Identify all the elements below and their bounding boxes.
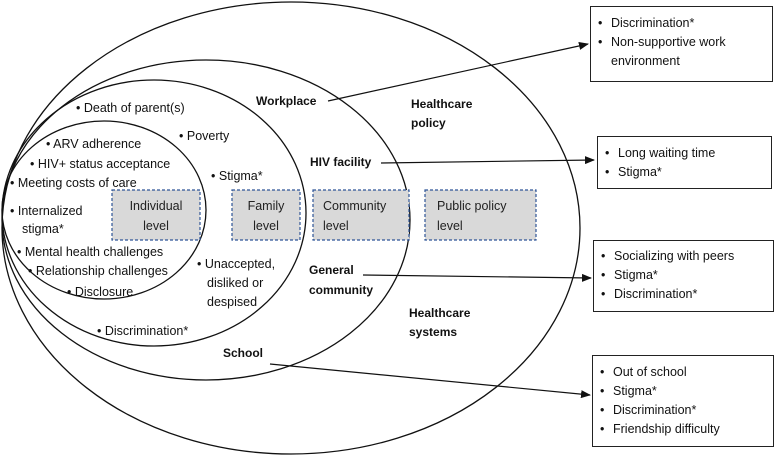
setting-general-community-2: community (309, 283, 373, 297)
healthcare-policy-label-2: policy (411, 116, 446, 130)
arrow-school (269, 363, 591, 399)
healthcare-systems-label-2: systems (409, 325, 457, 339)
family-level-label-2: level (253, 219, 279, 233)
general-community-box-item: Socializing with peers (594, 247, 773, 266)
arrow-workplace (327, 42, 589, 102)
community-level-box (312, 189, 410, 241)
hiv-facility-box-item: Long waiting time (598, 144, 771, 163)
hiv-facility-box-item: Stigma* (598, 163, 771, 182)
public-policy-level-box (424, 189, 537, 241)
school-box-item: Friendship difficulty (593, 420, 773, 439)
school-box: Out of school Stigma* Discrimination* Fr… (592, 355, 774, 447)
individual-item: • HIV+ status acceptance (30, 157, 170, 171)
individual-item: • Internalized (10, 204, 83, 218)
setting-workplace: Workplace (256, 94, 317, 108)
healthcare-systems-label: Healthcare (409, 306, 471, 320)
hiv-facility-box: Long waiting time Stigma* (597, 136, 772, 189)
individual-level-label-2: level (143, 219, 169, 233)
setting-hiv-facility: HIV facility (310, 155, 372, 169)
family-level-label: Family (248, 199, 286, 213)
individual-ellipse (1, 120, 207, 300)
individual-item: • Disclosure (67, 285, 133, 299)
individual-item-cont: stigma* (22, 222, 64, 236)
workplace-box-item: Discrimination* (591, 14, 772, 33)
public-policy-level-label-2: level (437, 219, 463, 233)
arrow-hiv-facility (380, 156, 595, 165)
community-item: • Discrimination* (97, 324, 188, 338)
school-box-item: Stigma* (593, 382, 773, 401)
individual-item: • Meeting costs of care (10, 176, 137, 190)
family-level-box (231, 189, 301, 241)
general-community-box-item: Stigma* (594, 266, 773, 285)
setting-general-community: General (309, 263, 354, 277)
community-level-label-2: level (323, 219, 349, 233)
individual-item: • Mental health challenges (17, 245, 163, 259)
individual-item: • Relationship challenges (28, 264, 168, 278)
individual-item: • ARV adherence (46, 137, 141, 151)
school-box-item: Out of school (593, 363, 773, 382)
school-box-item: Discrimination* (593, 401, 773, 420)
family-item: • Unaccepted, (197, 257, 275, 271)
family-item-cont: despised (207, 295, 257, 309)
family-item-cont: disliked or (207, 276, 263, 290)
community-level-label: Community (323, 199, 387, 213)
general-community-box: Socializing with peers Stigma* Discrimin… (593, 240, 774, 312)
individual-level-box (111, 189, 201, 241)
public-policy-level-label: Public policy (437, 199, 507, 213)
family-item: • Stigma* (211, 169, 263, 183)
setting-school: School (223, 346, 263, 360)
general-community-box-item: Discrimination* (594, 285, 773, 304)
healthcare-policy-label: Healthcare (411, 97, 473, 111)
individual-level-label: Individual (130, 199, 183, 213)
family-item: • Death of parent(s) (76, 101, 185, 115)
arrow-general-community (362, 273, 592, 282)
workplace-box: Discrimination* Non-supportive workenvir… (590, 6, 773, 82)
family-item: • Poverty (179, 129, 230, 143)
